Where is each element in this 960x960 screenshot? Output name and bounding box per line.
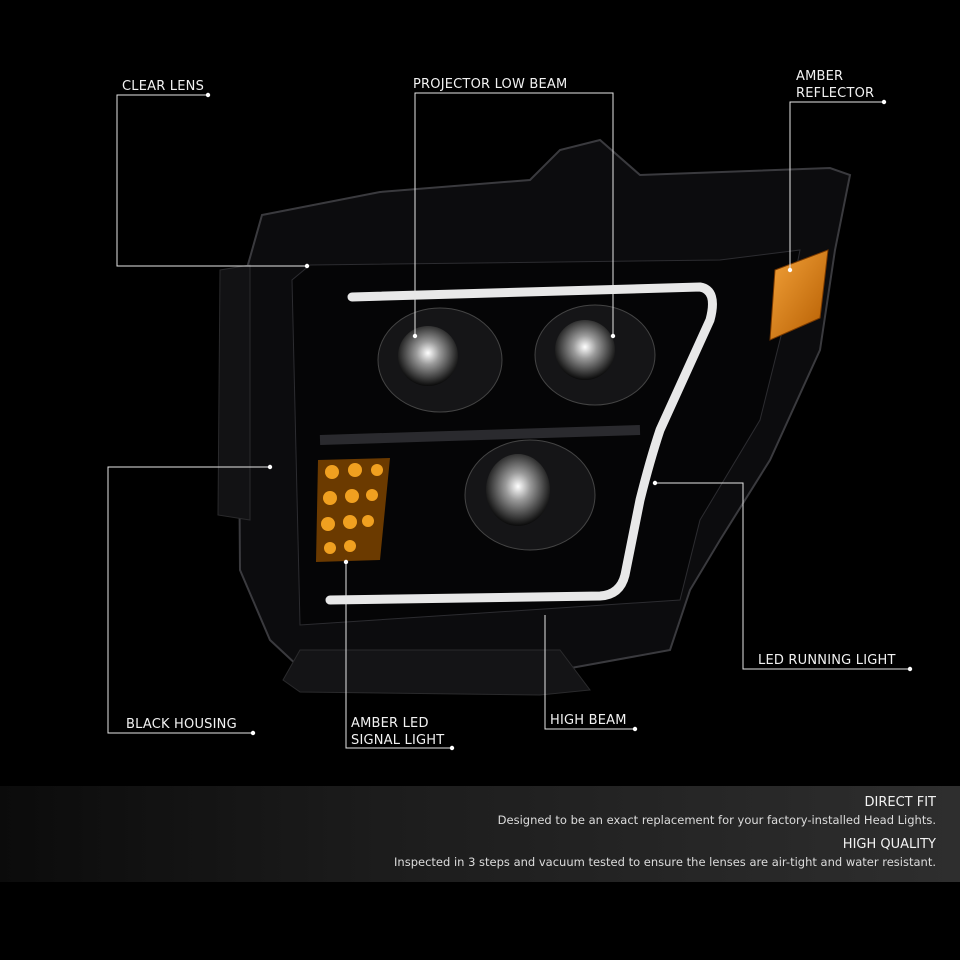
callout-dots [205,92,913,751]
label-amber-reflector-line1: AMBER [796,69,844,84]
led-running-light-bar [325,282,717,605]
housing [217,138,852,696]
label-high-beam: HIGH BEAM [550,713,627,728]
feature-text-direct-fit: Designed to be an exact replacement for … [497,813,936,827]
amber-reflector [769,249,829,341]
feature-text-high-quality: Inspected in 3 steps and vacuum tested t… [394,855,936,869]
label-clear-lens: CLEAR LENS [122,79,205,94]
features-banner: DIRECT FIT Designed to be an exact repla… [0,786,960,882]
amber-led-signal [316,458,390,562]
feature-title-high-quality: HIGH QUALITY [842,837,936,852]
label-amber-led-line1: AMBER LED [351,716,429,731]
label-led-running-light: LED RUNNING LIGHT [758,653,896,668]
label-black-housing: BLACK HOUSING [126,717,237,732]
low-beam-projectors [377,304,656,413]
label-amber-led-line2: SIGNAL LIGHT [351,733,445,748]
feature-title-direct-fit: DIRECT FIT [864,795,937,810]
high-beam-projector [464,439,596,551]
label-projector-low-beam: PROJECTOR LOW BEAM [413,77,568,92]
callout-lines [107,92,910,749]
label-amber-reflector-line2: REFLECTOR [796,86,875,101]
